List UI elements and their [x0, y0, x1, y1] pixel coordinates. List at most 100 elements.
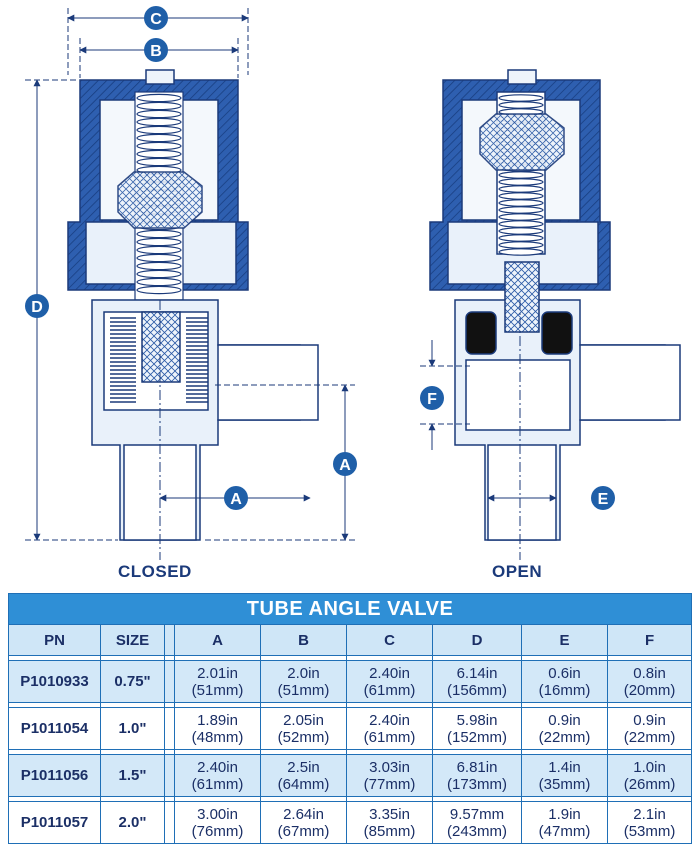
- gap-cell: [164, 754, 175, 797]
- dim-label-c: C: [150, 11, 162, 28]
- dim-value-in: 2.40in: [369, 664, 410, 682]
- dim-value-mm: (51mm): [277, 681, 330, 699]
- dim-badge-a-horizontal: A: [224, 486, 248, 510]
- dim-value-mm: (51mm): [191, 681, 244, 699]
- dim-badge-e: E: [591, 486, 615, 510]
- dim-value-in: 9.57mm: [449, 805, 505, 823]
- size-cell: 0.75": [100, 660, 165, 703]
- dim-cell-f: 2.1in(53mm): [606, 801, 693, 844]
- size-cell: 2.0": [100, 801, 165, 844]
- header-a: A: [174, 624, 261, 656]
- dim-value-in: 6.81in: [456, 758, 498, 776]
- dim-value-in: 2.1in: [633, 805, 666, 823]
- dim-value-mm: (64mm): [277, 775, 330, 793]
- dim-cell-a: 2.01in(51mm): [174, 660, 261, 703]
- dim-badge-a-vertical: A: [333, 452, 357, 476]
- dim-value-mm: (67mm): [277, 822, 330, 840]
- dim-cell-f: 0.8in(20mm): [606, 660, 693, 703]
- dim-value-in: 3.03in: [369, 758, 410, 776]
- row-spacer: [8, 702, 693, 708]
- dim-cell-f: 1.0in(26mm): [606, 754, 693, 797]
- dim-cell-a: 2.40in(61mm): [174, 754, 261, 797]
- dim-cell-c: 3.35in(85mm): [346, 801, 433, 844]
- dim-value-mm: (156mm): [446, 681, 507, 699]
- spec-table: TUBE ANGLE VALVE PN SIZE A B C D E F P10…: [7, 593, 693, 844]
- pn-cell: P1010933: [8, 660, 101, 703]
- dim-value-in: 2.05in: [283, 711, 324, 729]
- dim-value-in: 1.4in: [548, 758, 581, 776]
- table-title: TUBE ANGLE VALVE: [7, 593, 693, 625]
- valve-cross-section-diagram: C B D A A F E: [25, 6, 681, 560]
- dim-badge-c: C: [144, 6, 168, 30]
- gap-cell: [164, 707, 175, 750]
- dim-cell-c: 2.40in(61mm): [346, 660, 433, 703]
- dim-value-in: 3.35in: [369, 805, 410, 823]
- open-view-label: OPEN: [492, 562, 543, 581]
- dim-value-mm: (35mm): [538, 775, 591, 793]
- open-valve-drawing: [429, 69, 681, 541]
- dim-value-mm: (53mm): [623, 822, 676, 840]
- dim-value-mm: (61mm): [363, 728, 416, 746]
- dim-value-mm: (243mm): [446, 822, 507, 840]
- dim-cell-e: 0.9in(22mm): [521, 707, 608, 750]
- gap-cell: [164, 660, 175, 703]
- dim-value-mm: (48mm): [191, 728, 244, 746]
- header-c: C: [346, 624, 433, 656]
- dim-value-in: 5.98in: [456, 711, 498, 729]
- dim-cell-e: 1.9in(47mm): [521, 801, 608, 844]
- dim-value-mm: (20mm): [623, 681, 676, 699]
- dim-value-in: 0.6in: [548, 664, 581, 682]
- gap-cell: [164, 801, 175, 844]
- dim-cell-e: 0.6in(16mm): [521, 660, 608, 703]
- dim-cell-e: 1.4in(35mm): [521, 754, 608, 797]
- dim-label-a-horizontal: A: [230, 491, 242, 508]
- dim-badge-b: B: [144, 38, 168, 62]
- header-d: D: [432, 624, 522, 656]
- dim-value-mm: (52mm): [277, 728, 330, 746]
- dim-cell-b: 2.0in(51mm): [260, 660, 347, 703]
- dim-value-in: 2.5in: [287, 758, 320, 776]
- dim-value-in: 2.40in: [197, 758, 238, 776]
- dim-value-in: 0.9in: [548, 711, 581, 729]
- header-gap: [164, 624, 175, 656]
- dim-value-mm: (22mm): [623, 728, 676, 746]
- dim-value-mm: (16mm): [538, 681, 591, 699]
- dim-value-in: 2.64in: [283, 805, 324, 823]
- dim-value-in: 1.0in: [633, 758, 666, 776]
- dim-value-mm: (61mm): [191, 775, 244, 793]
- dim-value-in: 1.89in: [197, 711, 238, 729]
- dim-cell-c: 2.40in(61mm): [346, 707, 433, 750]
- dim-cell-d: 6.14in(156mm): [432, 660, 522, 703]
- dim-label-a-vertical: A: [339, 457, 351, 474]
- dim-value-mm: (26mm): [623, 775, 676, 793]
- dim-value-in: 2.0in: [287, 664, 320, 682]
- dim-value-mm: (61mm): [363, 681, 416, 699]
- dim-value-mm: (76mm): [191, 822, 244, 840]
- header-pn: PN: [8, 624, 101, 656]
- dim-cell-a: 3.00in(76mm): [174, 801, 261, 844]
- dimension-badges: C B D A A F E: [25, 6, 615, 510]
- dim-cell-b: 2.64in(67mm): [260, 801, 347, 844]
- dim-value-in: 0.8in: [633, 664, 666, 682]
- dim-value-mm: (77mm): [363, 775, 416, 793]
- table-header-row: PN SIZE A B C D E F: [8, 624, 693, 656]
- dim-badge-f: F: [420, 386, 444, 410]
- closed-view-label: CLOSED: [118, 562, 192, 581]
- dim-value-mm: (173mm): [446, 775, 507, 793]
- size-cell: 1.5": [100, 754, 165, 797]
- closed-valve-drawing: [67, 69, 319, 541]
- dim-value-in: 1.9in: [548, 805, 581, 823]
- dim-cell-d: 9.57mm(243mm): [432, 801, 522, 844]
- dim-cell-c: 3.03in(77mm): [346, 754, 433, 797]
- pn-cell: P1011057: [8, 801, 101, 844]
- dim-cell-b: 2.05in(52mm): [260, 707, 347, 750]
- dim-cell-b: 2.5in(64mm): [260, 754, 347, 797]
- dim-label-b: B: [150, 43, 162, 60]
- dim-value-in: 6.14in: [456, 664, 498, 682]
- dim-label-d: D: [31, 299, 43, 316]
- dim-value-in: 2.01in: [197, 664, 238, 682]
- dim-value-in: 2.40in: [369, 711, 410, 729]
